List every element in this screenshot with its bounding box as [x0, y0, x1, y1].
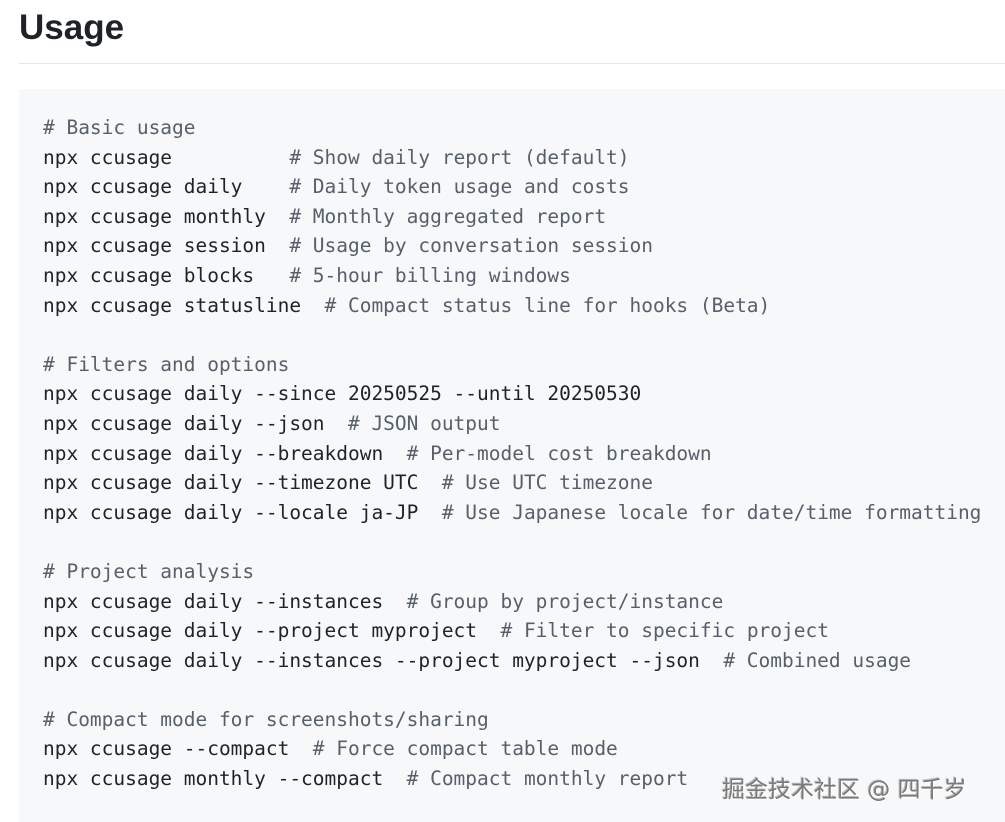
code-command: npx ccusage --compact: [43, 737, 313, 761]
code-line: npx ccusage monthly --compact # Compact …: [43, 764, 981, 794]
code-line: # Basic usage: [43, 113, 981, 143]
code-comment: # Compact status line for hooks (Beta): [324, 293, 771, 317]
code-comment: # Use Japanese locale for date/time form…: [441, 500, 982, 524]
code-line: npx ccusage daily --since 20250525 --unt…: [43, 379, 981, 409]
code-line: npx ccusage daily --project myproject # …: [43, 616, 981, 646]
code-line: # Filters and options: [43, 350, 981, 380]
code-command: npx ccusage monthly --compact: [43, 767, 407, 791]
code-comment: # Daily token usage and costs: [289, 175, 630, 199]
code-command: npx ccusage daily --since 20250525 --unt…: [43, 382, 642, 406]
code-comment: # Filter to specific project: [500, 619, 829, 643]
code-comment: # Compact mode for screenshots/sharing: [43, 707, 489, 731]
code-line: npx ccusage daily --timezone UTC # Use U…: [43, 468, 981, 498]
code-line: npx ccusage daily --breakdown # Per-mode…: [43, 439, 981, 469]
code-command: npx ccusage daily --breakdown: [43, 441, 407, 465]
code-line: # Compact mode for screenshots/sharing: [43, 705, 981, 735]
code-command: npx ccusage daily --instances --project …: [43, 648, 724, 672]
code-line: npx ccusage daily # Daily token usage an…: [43, 172, 981, 202]
code-comment: # Project analysis: [43, 559, 255, 583]
code-line: [43, 675, 981, 705]
code-comment: # Basic usage: [43, 116, 196, 139]
watermark: 掘金技术社区 @ 四千岁: [722, 777, 967, 803]
code-command: npx ccusage daily --timezone UTC: [43, 471, 442, 495]
code-command: npx ccusage daily --project myproject: [43, 619, 501, 643]
code-line: npx ccusage daily --instances # Group by…: [43, 587, 981, 617]
code-command: npx ccusage statusline: [43, 293, 325, 317]
code-command: npx ccusage blocks: [43, 263, 290, 287]
code-comment: # Monthly aggregated report: [289, 204, 607, 228]
code-comment: # Compact monthly report: [406, 767, 689, 791]
code-comment: # Group by project/instance: [406, 589, 724, 613]
code-line: npx ccusage daily --json # JSON output: [43, 409, 981, 439]
code-line: npx ccusage monthly # Monthly aggregated…: [43, 202, 981, 232]
code-line: npx ccusage blocks # 5-hour billing wind…: [43, 261, 981, 291]
code-command: npx ccusage session: [43, 234, 290, 258]
code-line: npx ccusage --compact # Force compact ta…: [43, 734, 981, 764]
code-command: npx ccusage: [43, 145, 290, 169]
code-line: npx ccusage # Show daily report (default…: [43, 143, 981, 173]
code-comment: # Show daily report (default): [289, 145, 630, 169]
code-comment: # Filters and options: [43, 352, 290, 376]
code-line: [43, 527, 981, 557]
code-line: [43, 320, 981, 350]
code-lines: # Basic usage npx ccusage # Show daily re…: [43, 113, 981, 794]
code-comment: # Usage by conversation session: [289, 234, 653, 258]
code-comment: # JSON output: [347, 411, 501, 435]
code-command: npx ccusage monthly: [43, 204, 290, 228]
code-comment: # 5-hour billing windows: [289, 263, 571, 287]
code-command: npx ccusage daily: [43, 175, 290, 199]
code-comment: # Combined usage: [723, 648, 912, 672]
code-line: npx ccusage daily --locale ja-JP # Use J…: [43, 498, 981, 528]
code-line: npx ccusage session # Usage by conversat…: [43, 231, 981, 261]
code-comment: # Per-model cost breakdown: [406, 441, 712, 465]
heading-divider: [19, 63, 1005, 64]
section-heading: Usage: [19, 8, 125, 47]
code-line: npx ccusage statusline # Compact status …: [43, 291, 981, 321]
code-comment: # Use UTC timezone: [441, 471, 653, 495]
code-comment: # Force compact table mode: [312, 737, 618, 761]
code-command: npx ccusage daily --instances: [43, 589, 407, 613]
code-block[interactable]: [19, 89, 1005, 822]
code-line: # Project analysis: [43, 557, 981, 587]
code-command: npx ccusage daily --json: [43, 411, 348, 435]
code-line: npx ccusage daily --instances --project …: [43, 646, 981, 676]
code-command: npx ccusage daily --locale ja-JP: [43, 500, 442, 524]
